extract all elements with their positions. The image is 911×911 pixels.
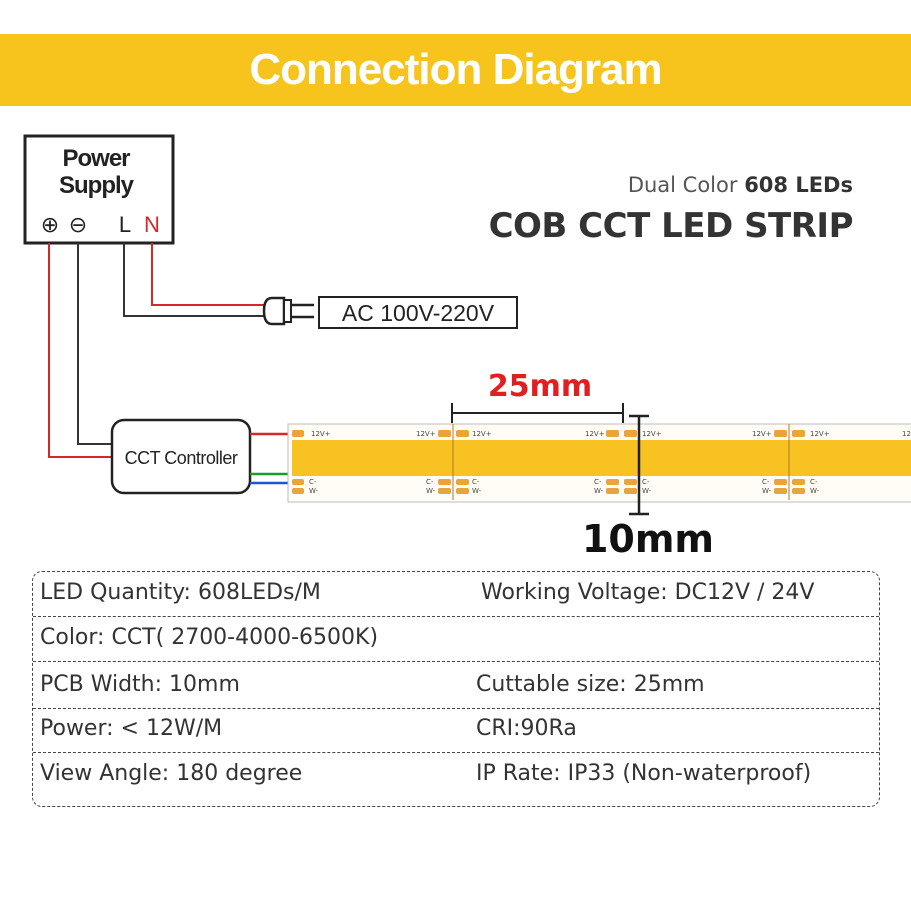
ac-input-label: AC 100V-220V — [342, 300, 495, 326]
pad-label-c: C- — [642, 478, 650, 486]
cut-length-dimension-line — [451, 403, 624, 423]
pad-label-plus: 12 — [902, 430, 911, 438]
positive-terminal: ⊕ — [41, 213, 59, 238]
spec-pcb-width: PCB Width: 10mm — [40, 672, 240, 697]
row-divider — [33, 661, 879, 662]
spec-view-angle: View Angle: 180 degree — [40, 761, 303, 786]
pad-label-c: C- — [426, 478, 434, 486]
diagram-title: Connection Diagram — [249, 45, 662, 94]
spec-row: LED Quantity: 608LEDs/M Working Voltage:… — [33, 572, 879, 617]
pad-label-w: W- — [309, 487, 319, 495]
pad-label-w: W- — [594, 487, 604, 495]
neutral-terminal: N — [144, 212, 160, 237]
subtitle-prefix: Dual Color — [627, 173, 738, 197]
width-dimension-line — [629, 414, 649, 516]
row-divider — [33, 708, 879, 709]
neutral-wire — [151, 243, 272, 306]
plug-icon — [262, 296, 314, 326]
negative-terminal: ⊖ — [69, 213, 87, 238]
cut-point-2 — [606, 430, 637, 494]
power-supply-box — [23, 134, 175, 245]
spec-row: View Angle: 180 degree IP Rate: IP33 (No… — [33, 753, 879, 798]
pad-label-w: W- — [472, 487, 482, 495]
cct-controller-box — [110, 418, 252, 495]
pad-label-w: W- — [810, 487, 820, 495]
pad-label-plus: 12V+ — [752, 430, 772, 438]
pad-label-c: C- — [472, 478, 480, 486]
spec-row: Color: CCT( 2700-4000-6500K) — [33, 617, 879, 662]
spec-ip-rate: IP Rate: IP33 (Non-waterproof) — [476, 761, 812, 786]
spec-power: Power: < 12W/M — [40, 716, 223, 741]
pad-label-c: C- — [810, 478, 818, 486]
spec-working-voltage: Working Voltage: DC12V / 24V — [481, 580, 815, 605]
title-banner: Connection Diagram — [0, 34, 911, 106]
live-wire — [123, 243, 272, 317]
spec-table: LED Quantity: 608LEDs/M Working Voltage:… — [32, 571, 880, 807]
pad-label-w: W- — [426, 487, 436, 495]
row-divider — [33, 616, 879, 617]
pad-label-w: W- — [762, 487, 772, 495]
negative-wire — [77, 243, 113, 445]
pad-label-plus: 12V+ — [472, 430, 492, 438]
power-supply-label-line2: Supply — [59, 172, 135, 199]
positive-wire — [48, 243, 113, 458]
pad-label-plus: 12V+ — [810, 430, 830, 438]
spec-row: PCB Width: 10mm Cuttable size: 25mm — [33, 664, 879, 709]
spec-cuttable-size: Cuttable size: 25mm — [476, 672, 705, 697]
cut-point-1 — [438, 424, 469, 500]
width-label: 10mm — [582, 517, 714, 561]
pad-label-plus: 12V+ — [416, 430, 436, 438]
led-strip: 12V+ 12V+ 12V+ 12V+ 12V+ 12V+ 12V+ 12 C-… — [287, 423, 911, 503]
cut-point-3 — [774, 424, 805, 500]
subtitle-led-count: 608 LEDs — [744, 173, 853, 197]
spec-cri: CRI:90Ra — [476, 716, 577, 741]
power-supply-label-line1: Power — [62, 145, 130, 172]
product-title: COB CCT LED STRIP — [488, 206, 854, 246]
row-divider — [33, 752, 879, 753]
pad-label-plus: 12V+ — [311, 430, 331, 438]
pad-label-c: C- — [309, 478, 317, 486]
cct-controller-label: CCT Controller — [125, 448, 238, 468]
ac-input-box — [318, 296, 518, 329]
pad-label-c: C- — [762, 478, 770, 486]
cut-length-label: 25mm — [488, 369, 592, 404]
product-subtitle: Dual Color 608 LEDs — [628, 173, 853, 197]
spec-color: Color: CCT( 2700-4000-6500K) — [40, 625, 379, 650]
pad-label-w: W- — [642, 487, 652, 495]
spec-led-quantity: LED Quantity: 608LEDs/M — [40, 580, 321, 605]
live-terminal: L — [119, 212, 131, 237]
pad-label-c: C- — [594, 478, 602, 486]
pad-label-plus: 12V+ — [642, 430, 662, 438]
spec-row: Power: < 12W/M CRI:90Ra — [33, 708, 879, 753]
pad-label-plus: 12V+ — [585, 430, 605, 438]
